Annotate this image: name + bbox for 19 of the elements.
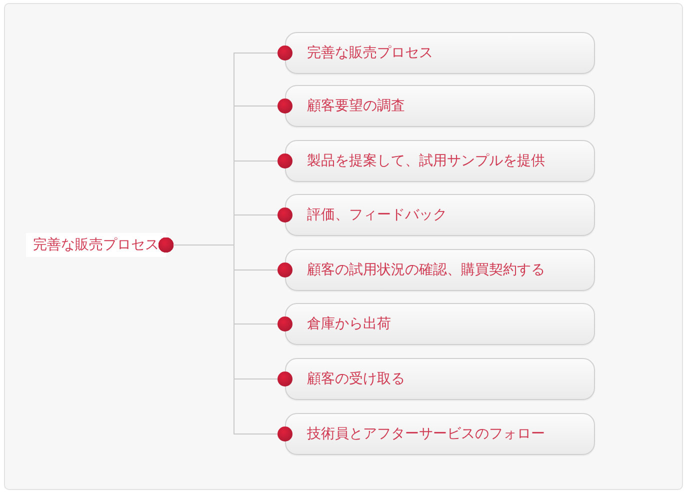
step-label: 製品を提案して、試用サンプルを提供 bbox=[307, 154, 545, 168]
step-label: 顧客の受け取る bbox=[307, 372, 405, 386]
step-label: 完善な販売プロセス bbox=[307, 46, 433, 60]
root-label: 完善な販売プロセス bbox=[33, 238, 159, 252]
step-card bbox=[285, 194, 595, 236]
step-label: 顧客の試用状況の確認、購買契約する bbox=[307, 263, 545, 277]
step-label: 倉庫から出荷 bbox=[307, 317, 391, 331]
step-card bbox=[285, 140, 595, 182]
step-label: 評価、フィードバック bbox=[307, 208, 447, 222]
step-card bbox=[285, 358, 595, 400]
step-card bbox=[285, 32, 595, 74]
connector-line bbox=[158, 238, 292, 442]
step-label: 技術員とアフターサービスのフォロー bbox=[307, 427, 545, 441]
step-card bbox=[285, 303, 595, 345]
step-card bbox=[285, 249, 595, 291]
root-label-backing bbox=[26, 233, 166, 257]
step-card bbox=[285, 85, 595, 127]
step-label: 顧客要望の調査 bbox=[307, 99, 405, 113]
step-card bbox=[285, 413, 595, 455]
